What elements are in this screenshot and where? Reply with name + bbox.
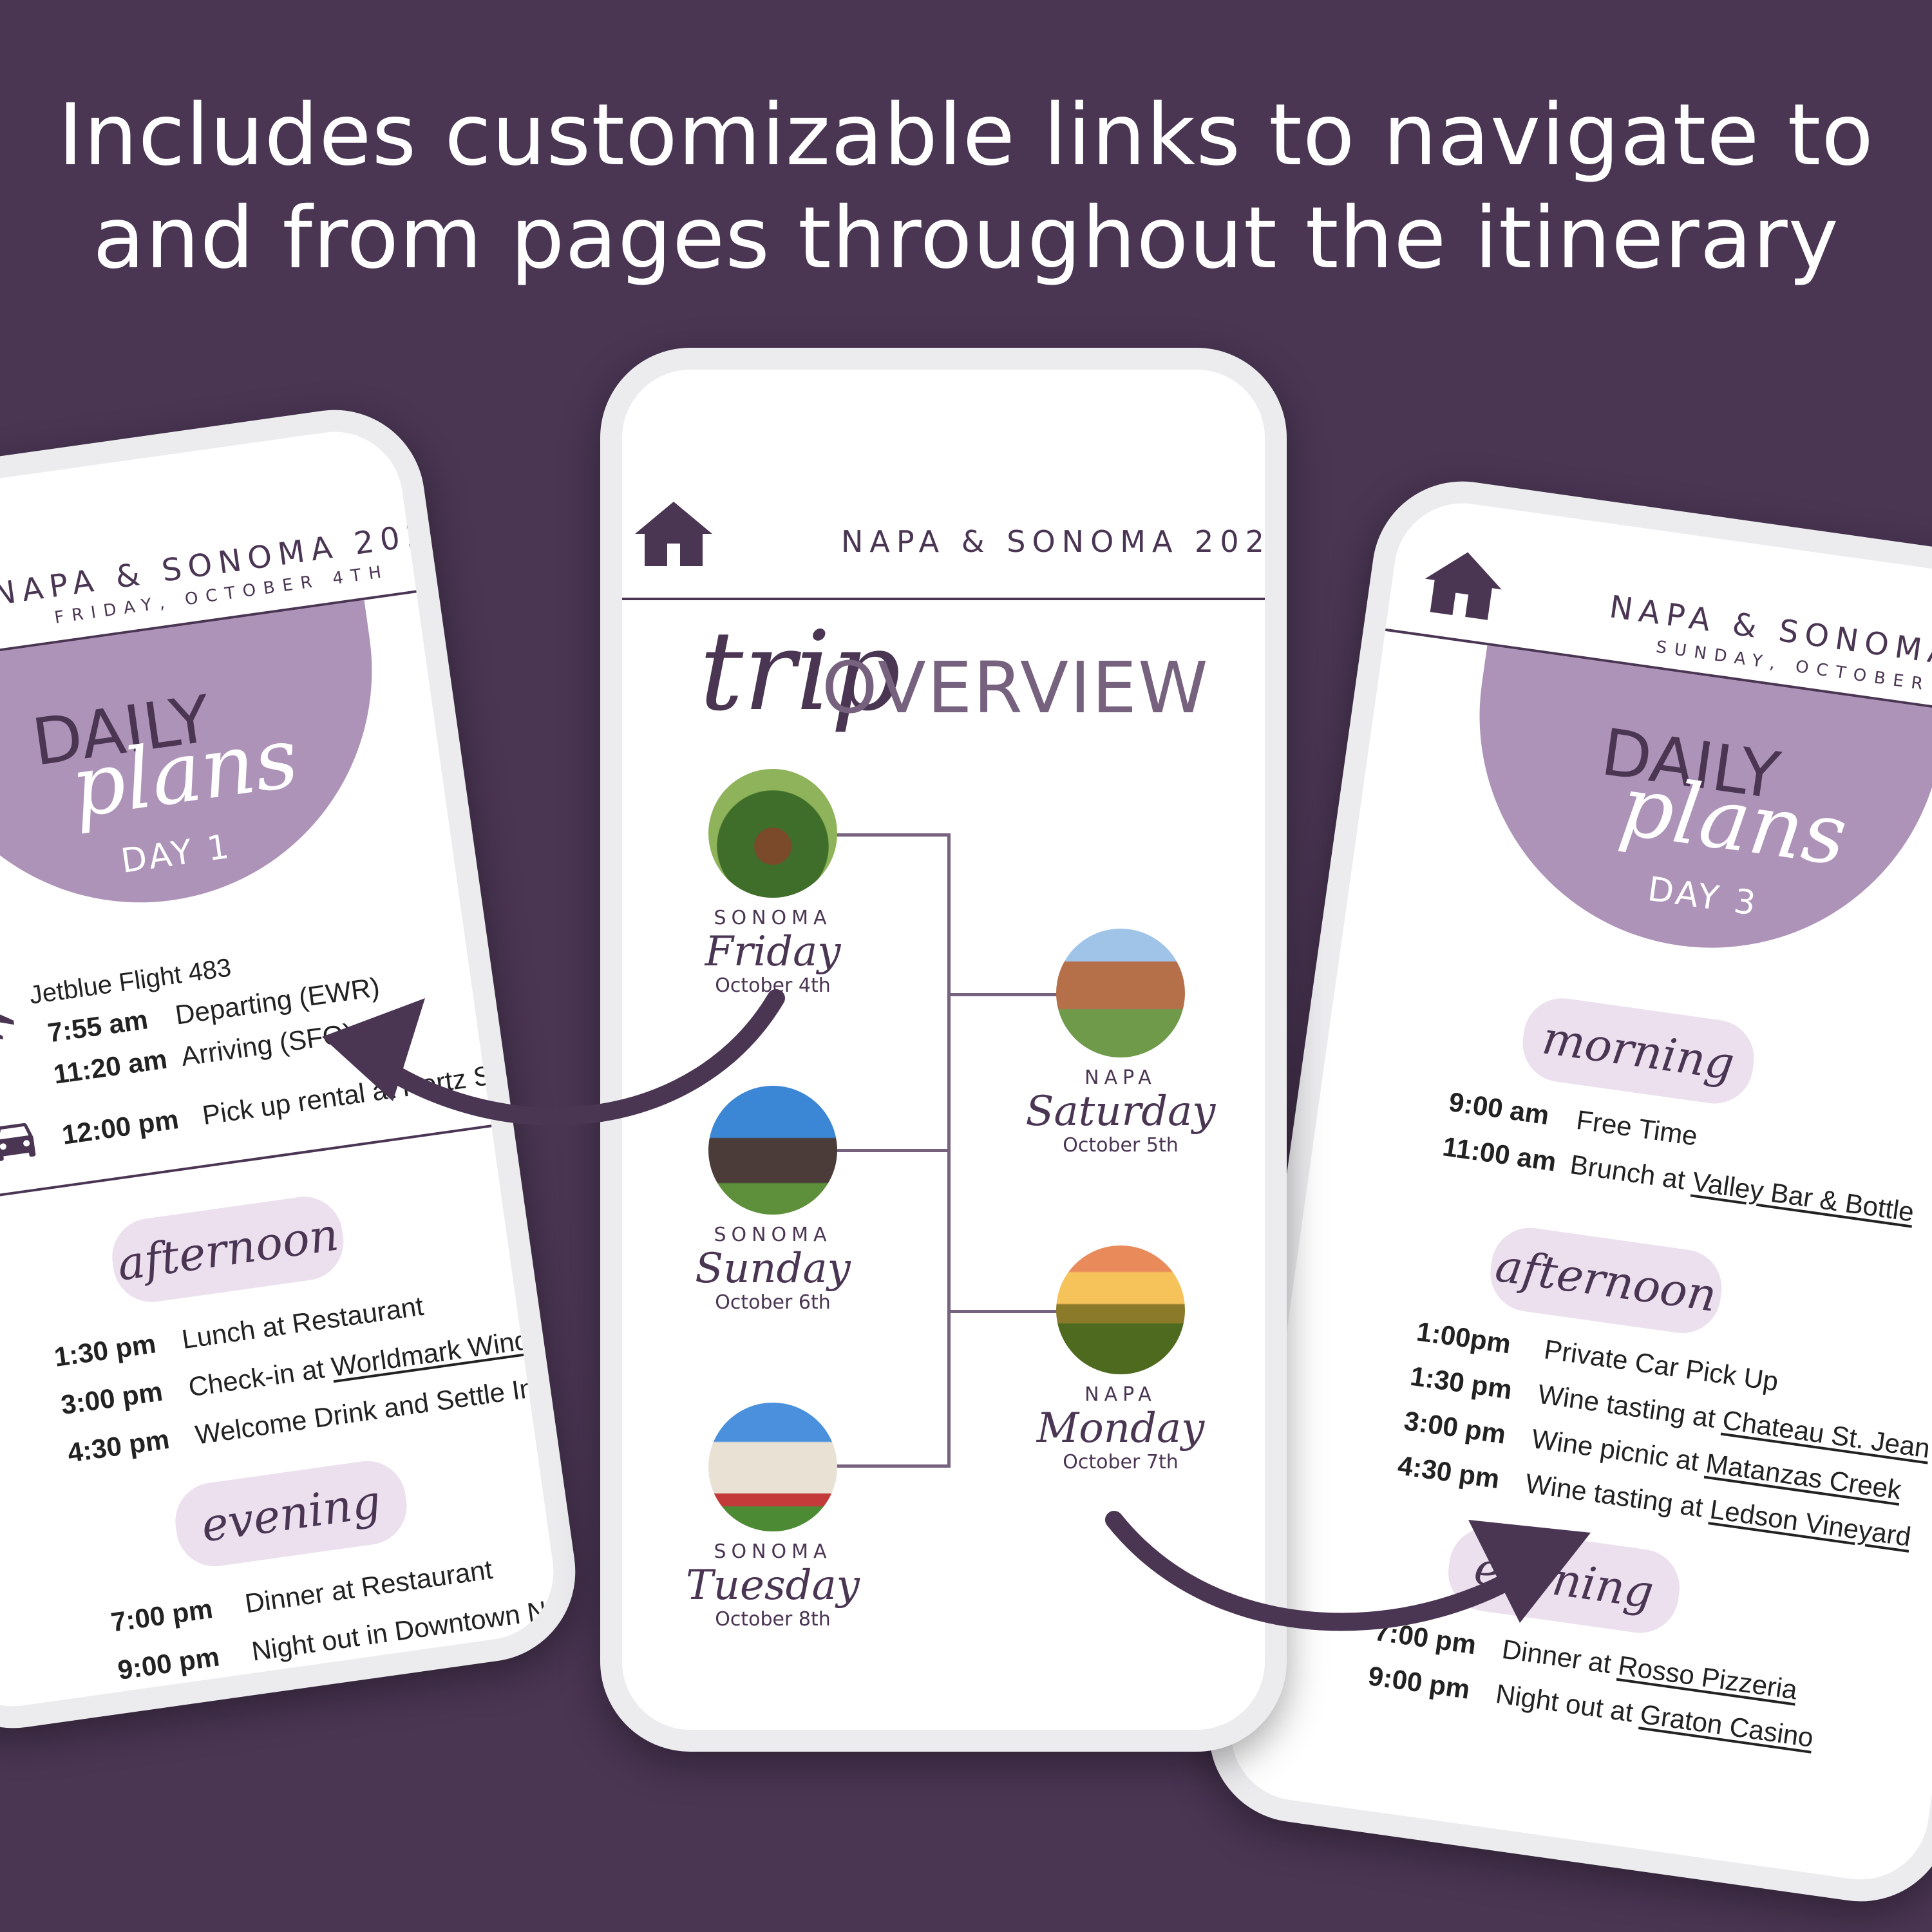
center-phone-screen: NAPA & SONOMA 2024 trip OVERVIEW SONOMA … [622,370,1265,1730]
trip-script: trip [699,608,901,735]
right-phone: NAPA & SONOMA 2024 SUNDAY, OCTOBER 6TH D… [1197,469,1932,1913]
row-time: 3:00 pm [1402,1405,1508,1450]
flight-row-time: 7:55 am [46,1004,150,1048]
row-time: 1:30 pm [52,1328,158,1372]
left-phone-screen: NAPA & SONOMA 2024 FRIDAY, OCTOBER 4TH D… [0,423,587,1715]
left-daily-arch: DAILY plans DAY 1 [0,600,402,933]
row-desc-prefix: Wine tasting at [1523,1468,1712,1524]
row-time: 7:00 pm [109,1593,215,1638]
left-day-label: DAY 1 [118,827,234,881]
connector [835,833,951,837]
day-of-week: Friday [705,928,841,976]
right-day-label: DAY 3 [1645,869,1761,924]
home-icon[interactable] [635,498,712,569]
car-row-desc: Pick up rental at Hertz SFO [200,1054,531,1131]
connector [947,1310,1057,1313]
connector [835,1464,951,1468]
valley-bar-link[interactable]: Valley Bar & Bottle [1690,1166,1917,1227]
center-header-title: NAPA & SONOMA 2024 [841,524,1287,559]
right-afternoon-pill: afternoon [1485,1222,1727,1338]
day-of-week: Sunday [695,1245,851,1293]
rosso-pizzeria-link[interactable]: Rosso Pizzeria [1616,1650,1799,1705]
connector [947,993,1057,996]
row-time: 9:00 am [1446,1086,1551,1131]
car-icon [0,1122,36,1162]
center-header-rule [622,598,1265,600]
right-morning-pill: morning [1517,993,1759,1109]
castle-winery-image [708,1086,837,1215]
right-phone-screen: NAPA & SONOMA 2024 SUNDAY, OCTOBER 6TH D… [1222,495,1932,1888]
left-afternoon-pill: afternoon [107,1191,349,1307]
day-of-week: Saturday [1025,1088,1216,1135]
day-location: SONOMA [714,1224,832,1246]
row-desc-prefix: Wine picnic at [1530,1423,1709,1478]
row-desc-prefix: Night out at [1493,1678,1643,1729]
row-desc-prefix: Wine tasting at [1536,1378,1725,1435]
car-row-time: 12:00 pm [60,1104,181,1150]
day-node-friday[interactable]: SONOMA Friday October 4th [676,769,869,997]
row-time: 4:30 pm [66,1423,171,1468]
day-date: October 5th [1063,1134,1179,1157]
day-node-monday[interactable]: NAPA Monday October 7th [1024,1245,1217,1473]
winery-courtyard-image [708,769,837,898]
row-desc-prefix: Brunch at [1568,1149,1695,1197]
airplane-icon [0,998,15,1042]
row-time: 9:00 pm [115,1641,222,1685]
row-time: 9:00 pm [1366,1660,1472,1705]
headline-line-2: and from pages throughout the itinerary [93,189,1839,288]
row-desc: Free Time [1575,1104,1700,1151]
row-desc-prefix: Dinner at [1500,1633,1621,1680]
graton-casino-link[interactable]: Graton Casino [1638,1698,1815,1753]
center-phone: NAPA & SONOMA 2024 trip OVERVIEW SONOMA … [600,348,1287,1752]
row-time: 7:00 pm [1372,1615,1479,1660]
day-node-sunday[interactable]: SONOMA Sunday October 6th [676,1086,869,1314]
headline: Includes customizable links to navigate … [0,84,1932,290]
day-date: October 6th [715,1291,831,1314]
day-of-week: Tuesday [686,1562,860,1609]
day-date: October 7th [1063,1451,1179,1473]
chateau-garden-image [1056,929,1185,1057]
day-node-saturday[interactable]: NAPA Saturday October 5th [1024,929,1217,1157]
connector [835,1149,951,1152]
row-time: 3:00 pm [59,1376,165,1421]
right-plans-script: plans [1614,756,1853,885]
row-desc: Brunch at Valley Bar & Bottle [1568,1149,1916,1227]
day-location: SONOMA [714,1540,832,1563]
vineyard-sunset-image [1056,1245,1185,1374]
row-time: 1:30 pm [1408,1360,1514,1405]
overview-title: OVERVIEW [822,647,1209,729]
row-desc-prefix: Check-in at [186,1352,334,1403]
day-location: NAPA [1084,1066,1157,1089]
row-time: 11:00 am [1441,1131,1558,1177]
day-node-tuesday[interactable]: SONOMA Tuesday October 8th [676,1403,869,1631]
home-icon[interactable] [1420,544,1506,625]
left-phone: NAPA & SONOMA 2024 FRIDAY, OCTOBER 4TH D… [0,398,587,1740]
left-evening-pill: evening [170,1455,412,1571]
day-of-week: Monday [1036,1405,1205,1452]
day-location: SONOMA [714,907,832,929]
headline-line-1: Includes customizable links to navigate … [58,86,1874,185]
day-date: October 4th [715,974,831,997]
row-time: 1:00pm [1414,1316,1513,1359]
estate-garden-image [708,1403,837,1531]
right-evening-pill: evening [1443,1522,1685,1638]
flight-row-time: 11:20 am [52,1043,169,1090]
day-date: October 8th [715,1608,831,1631]
day-location: NAPA [1084,1383,1157,1406]
row-time: 4:30 pm [1396,1450,1502,1495]
